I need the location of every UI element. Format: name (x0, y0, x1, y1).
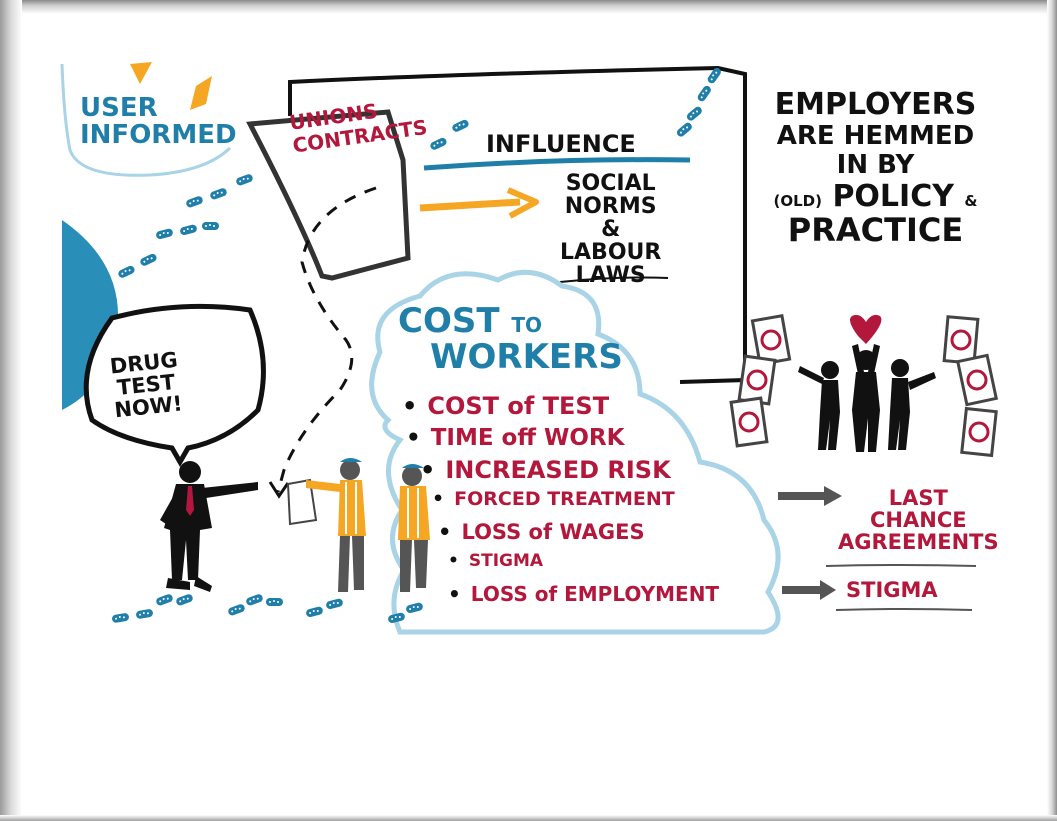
ampersand-line: & (601, 217, 621, 243)
list-item: • INCREASED RISK (420, 458, 719, 482)
user-informed-line2: INFORMED (80, 120, 237, 151)
dashed-path (276, 186, 377, 493)
social-norms-label: SOCIAL NORMS & LABOUR LAWS (560, 171, 662, 289)
thought-cloud-icon (369, 269, 781, 635)
divider-line (835, 608, 973, 611)
last-chance-label: LAST CHANCE AGREEMENTS (838, 487, 999, 553)
frame-shadow-bottom (0, 815, 1057, 821)
employers-line3: IN BY (836, 149, 915, 180)
heart-icon (850, 314, 882, 344)
list-item-text: INCREASED RISK (445, 456, 671, 484)
no-sign-icon (729, 313, 999, 458)
list-item-text: FORCED TREATMENT (454, 488, 675, 510)
speech-bubble-icon (83, 303, 266, 468)
to-word: TO (511, 313, 543, 337)
old-prefix: (OLD) (773, 191, 822, 210)
list-item-text: LOSS of EMPLOYMENT (470, 582, 720, 606)
arrow-head-icon (824, 486, 842, 506)
frame-shadow-right (1047, 0, 1057, 821)
employers-line1: EMPLOYERS (774, 87, 977, 122)
cost-list: •COST of TEST •TIME off WORK •INCREASED … (402, 394, 719, 604)
list-item-text: TIME off WORK (430, 425, 625, 451)
workers-word: WORKERS (430, 336, 623, 377)
user-informed-label: USER INFORMED (80, 93, 237, 151)
orange-arrow-head (506, 187, 539, 219)
drug-test-label: DRUG TEST NOW! (109, 348, 184, 423)
orange-arrow-icon (419, 198, 521, 212)
agreements-line: AGREEMENTS (838, 530, 999, 555)
frame-shadow-left (0, 0, 22, 821)
arrow-head-icon (820, 580, 836, 600)
contract-document-icon (246, 109, 411, 281)
bullet: • (432, 488, 445, 510)
employers-line5: PRACTICE (787, 211, 964, 250)
bullet: • (420, 456, 436, 484)
influence-underline (423, 157, 691, 171)
influence-label: INFLUENCE (486, 130, 636, 158)
policy-word: POLICY (832, 178, 954, 214)
stigma-outcome-label: STIGMA (846, 578, 938, 602)
employers-line2: ARE HEMMED (776, 120, 975, 151)
laws-line: LAWS (575, 263, 646, 289)
orange-accent-user (190, 76, 212, 110)
people-group-icon (798, 344, 936, 452)
list-item: • LOSS of WAGES (438, 522, 719, 543)
norms-line: NORMS (564, 194, 657, 220)
chance-line: CHANCE (870, 508, 967, 533)
boss-person-icon (160, 461, 258, 592)
list-item-text: STIGMA (468, 551, 544, 571)
policy-ampersand: & (964, 191, 978, 210)
cost-title-line1: COST TO (398, 301, 623, 341)
user-informed-line1: USER (80, 93, 158, 123)
list-item: • COST of TEST (402, 394, 719, 418)
worker-person-icon (398, 464, 430, 592)
bullet: • (406, 425, 421, 451)
bullet: • (448, 582, 461, 606)
last-line: LAST (888, 486, 948, 510)
employers-line4: (OLD) POLICY & (768, 180, 983, 214)
list-item-text: LOSS of WAGES (461, 520, 645, 544)
cost-to-workers-title: COST TO WORKERS (398, 301, 623, 377)
bullet: • (438, 520, 452, 544)
dashed-path-arrowhead (268, 481, 290, 499)
list-item-text: COST of TEST (427, 392, 610, 420)
user-informed-outline (60, 63, 232, 177)
list-item: • LOSS of EMPLOYMENT (448, 584, 719, 604)
orange-accent-top (130, 62, 152, 84)
bullet: • (448, 551, 459, 571)
frame-lines (288, 65, 747, 384)
worker-person-icon (306, 458, 366, 592)
labour-line: LABOUR (560, 240, 662, 266)
list-item: • FORCED TREATMENT (432, 490, 719, 509)
social-line: SOCIAL (565, 171, 656, 196)
employers-heading: EMPLOYERS ARE HEMMED IN BY (OLD) POLICY … (768, 88, 983, 249)
list-item: • STIGMA (448, 553, 719, 570)
divider-line (825, 564, 977, 567)
cost-word: COST (398, 301, 500, 341)
frame-shadow-top (0, 0, 1057, 14)
document-icon (286, 478, 318, 526)
list-item: • TIME off WORK (406, 427, 719, 450)
labour-underline (559, 276, 669, 283)
bullet: • (402, 392, 418, 420)
